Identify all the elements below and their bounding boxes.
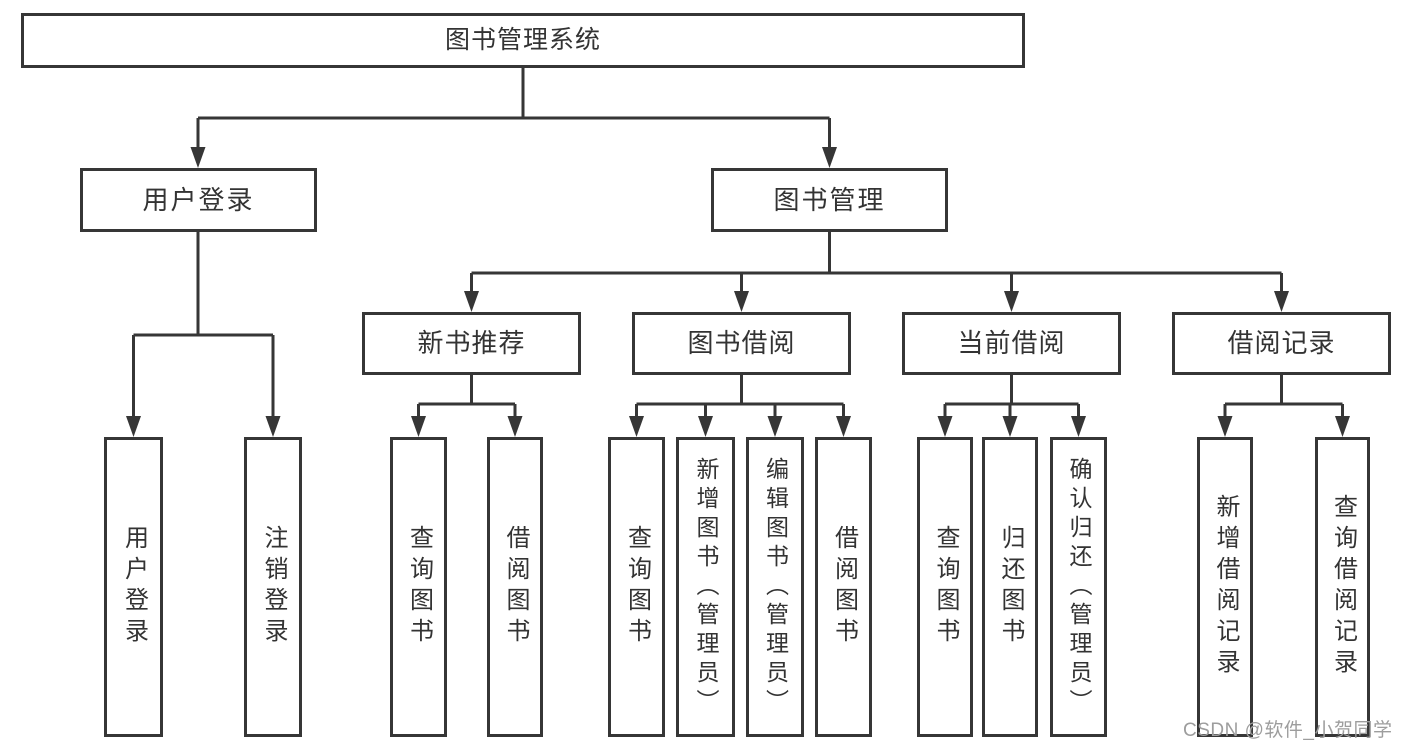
leaf-add-borrow-record: 新增借阅记录 xyxy=(1197,437,1253,737)
leaf-query-book-newrec: 查询图书 xyxy=(390,437,447,737)
node-current-borrow: 当前借阅 xyxy=(902,312,1121,375)
leaf-borrow-book-newrec: 借阅图书 xyxy=(487,437,543,737)
leaf-confirm-return-admin: 确认归还（管理员） xyxy=(1050,437,1107,737)
node-root: 图书管理系统 xyxy=(21,13,1025,68)
watermark: CSDN @软件_小贺同学 xyxy=(1183,720,1393,741)
leaf-query-book-borrow: 查询图书 xyxy=(608,437,665,737)
arrowheads xyxy=(126,147,1350,437)
node-borrow-records: 借阅记录 xyxy=(1172,312,1391,375)
node-book-mgmt: 图书管理 xyxy=(711,168,948,232)
leaf-borrow-book: 借阅图书 xyxy=(815,437,872,737)
leaf-edit-book-admin: 编辑图书（管理员） xyxy=(746,437,804,737)
leaf-query-book-current: 查询图书 xyxy=(917,437,973,737)
leaf-return-book: 归还图书 xyxy=(982,437,1038,737)
leaf-add-book-admin: 新增图书（管理员） xyxy=(676,437,735,737)
node-user-login: 用户登录 xyxy=(80,168,317,232)
leaf-query-borrow-record: 查询借阅记录 xyxy=(1315,437,1370,737)
leaf-logout: 注销登录 xyxy=(244,437,302,737)
node-new-book-rec: 新书推荐 xyxy=(362,312,581,375)
node-book-borrow: 图书借阅 xyxy=(632,312,851,375)
leaf-user-login: 用户登录 xyxy=(104,437,163,737)
